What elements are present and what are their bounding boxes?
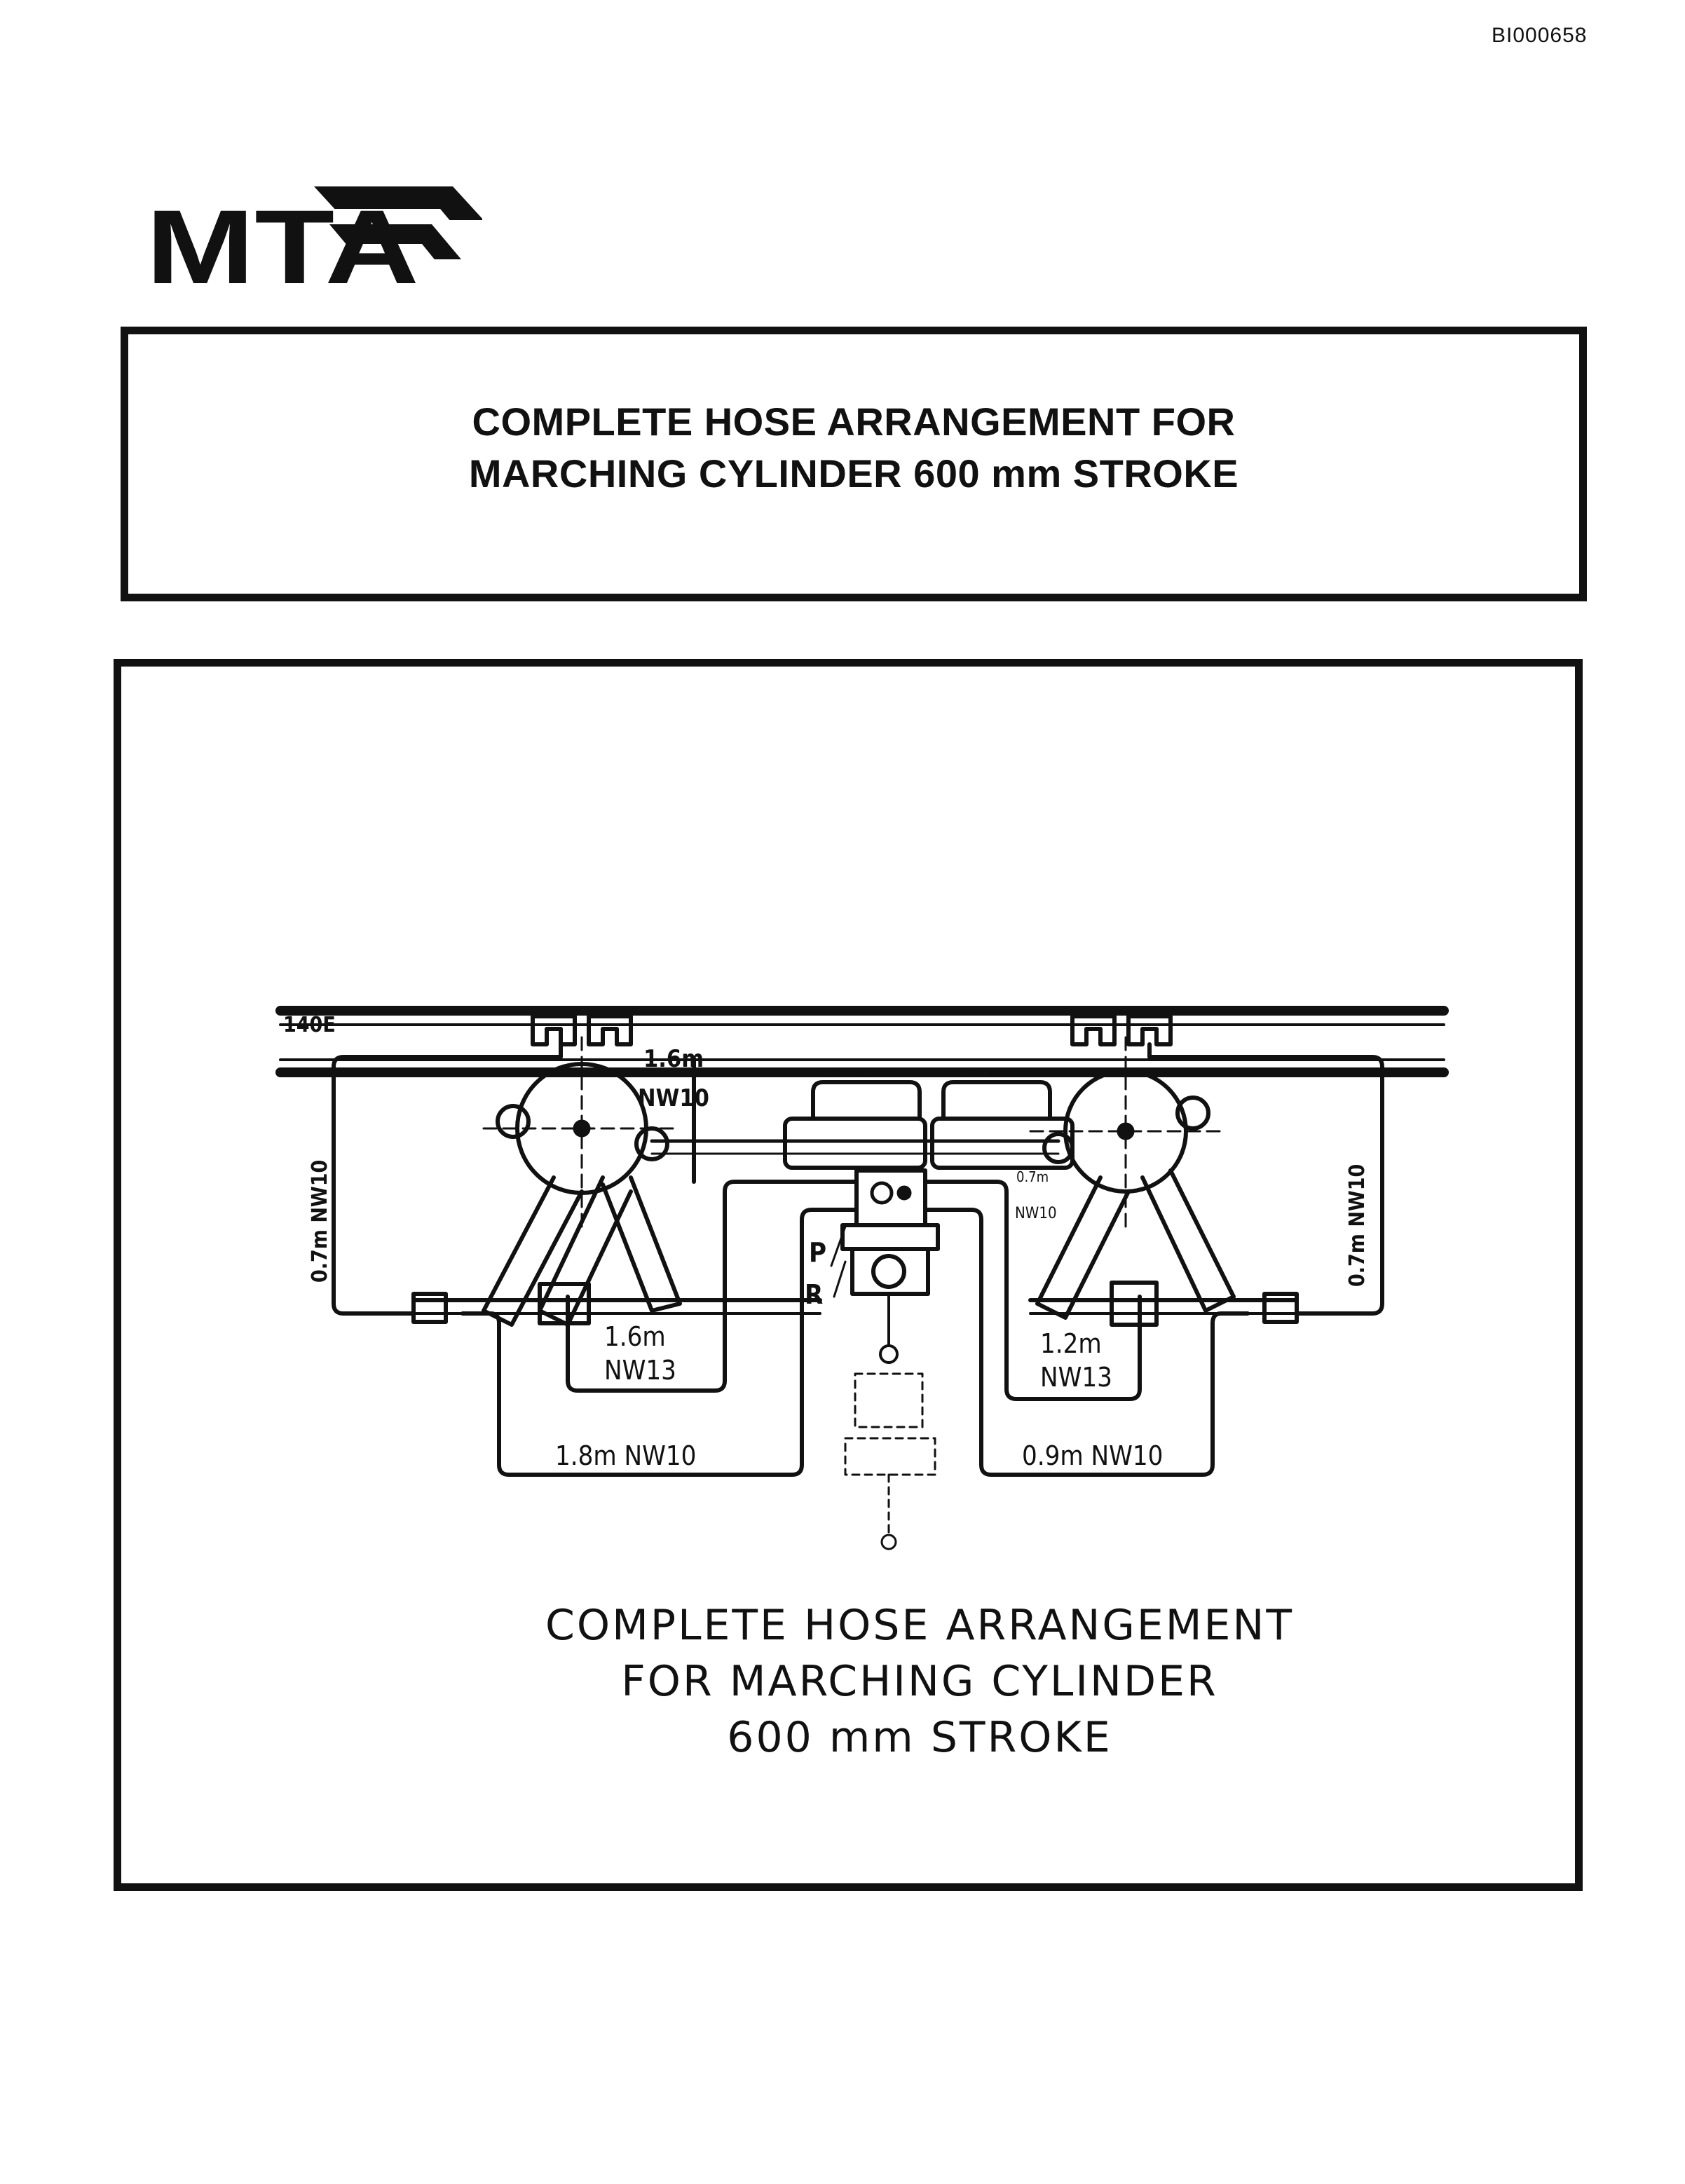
hose-right-vertical <box>1147 1042 1384 1316</box>
hose-inner-right <box>923 1180 1142 1401</box>
hose-arrangement-diagram: 140E 0.7m NW10 0.7m NW10 1.6m NW10 0.3m … <box>275 1006 1449 1550</box>
label-inner-left-2: NW13 <box>604 1355 676 1386</box>
valve-port <box>871 1254 906 1289</box>
title-line-2: MARCHING CYLINDER 600 mm STROKE <box>468 451 1239 496</box>
logo-text: MTA <box>146 188 419 294</box>
piston-right <box>930 1117 1075 1170</box>
label-rail: 140E <box>283 1013 336 1037</box>
title-box: COMPLETE HOSE ARRANGEMENT FOR MARCHING C… <box>121 327 1587 601</box>
document-id: BI000658 <box>1492 24 1588 47</box>
label-inner-left-1: 1.6m <box>604 1321 666 1352</box>
figure-frame <box>114 659 1583 1891</box>
label-valve-right-1: 0.7m <box>1016 1168 1049 1185</box>
left-clamp-2 <box>587 1014 633 1046</box>
label-bottom-left: 1.8m NW10 <box>555 1440 696 1471</box>
left-cylinder-arm-1 <box>482 1175 584 1327</box>
hose-arc-right <box>941 1080 1052 1121</box>
caption-line-3: 600 mm STROKE <box>727 1713 1112 1762</box>
label-top-left-hose-1: 1.6m <box>643 1045 704 1073</box>
right-cylinder-arm-2 <box>1140 1168 1236 1313</box>
hose-inner-left <box>566 1180 859 1393</box>
piston-left <box>783 1117 927 1170</box>
label-port-p: P <box>809 1237 826 1268</box>
right-cylinder-body <box>1063 1069 1188 1194</box>
label-left-vertical: 0.7m NW10 <box>308 1160 332 1283</box>
supply-manifold <box>844 1372 936 1536</box>
hose-bottom-right <box>923 1208 1250 1477</box>
right-cylinder-arm-1 <box>1035 1175 1131 1320</box>
label-top-mid-left: 0.3m NW10 <box>819 1065 892 1080</box>
label-valve-right-2: NW10 <box>1015 1205 1057 1222</box>
title-line-1: COMPLETE HOSE ARRANGEMENT FOR <box>472 400 1236 444</box>
hose-arc-left <box>811 1080 922 1121</box>
left-cylinder-arm-3 <box>601 1175 682 1313</box>
right-clamp-2 <box>1126 1014 1173 1046</box>
label-right-vertical: 0.7m NW10 <box>1345 1164 1370 1287</box>
label-inner-right-2: NW13 <box>1040 1362 1112 1393</box>
label-top-left-hose-2: NW10 <box>638 1084 709 1112</box>
mta-logo-chevrons-icon: MTA <box>146 186 484 306</box>
label-port-r: R <box>805 1279 823 1310</box>
label-inner-right-1: 1.2m <box>1040 1328 1102 1359</box>
left-cylinder-arm-2 <box>538 1175 633 1327</box>
right-clamp-1 <box>1070 1014 1117 1046</box>
label-top-mid-right: 0.45m NW13 <box>945 1065 1026 1080</box>
left-clamp-1 <box>531 1014 577 1046</box>
hose-left-vertical <box>332 1042 563 1316</box>
mta-logo: MTA <box>146 175 484 306</box>
caption-line-1: COMPLETE HOSE ARRANGEMENT <box>545 1601 1294 1650</box>
label-bottom-right: 0.9m NW10 <box>1022 1440 1163 1471</box>
caption-line-2: FOR MARCHING CYLINDER <box>621 1657 1218 1706</box>
